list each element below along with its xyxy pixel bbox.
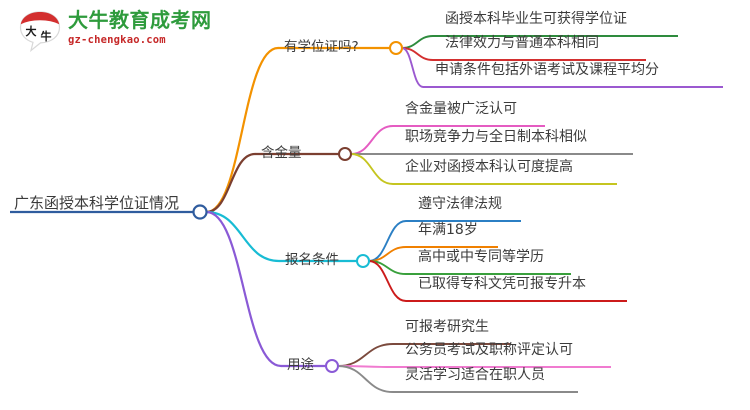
branch-node-circle-4 bbox=[325, 359, 339, 373]
logo-subtitle: gz-chengkao.com bbox=[68, 34, 166, 46]
leaf-connector-1-3 bbox=[401, 47, 424, 88]
leaf-label-3-2[interactable]: 年满18岁 bbox=[418, 222, 478, 238]
site-logo[interactable]: 大 牛 大牛教育成考网 gz-chengkao.com bbox=[18, 8, 238, 56]
leaf-connector-4-3 bbox=[337, 365, 394, 393]
branch-label-3[interactable]: 报名条件 bbox=[285, 252, 339, 268]
branch-node-circle-2 bbox=[338, 147, 352, 161]
svg-text:牛: 牛 bbox=[41, 29, 52, 43]
leaf-label-2-2[interactable]: 职场竞争力与全日制本科相似 bbox=[405, 129, 587, 145]
daniu-speech-bubble-logo-icon: 大 牛 bbox=[18, 10, 62, 53]
leaf-label-1-2[interactable]: 法律效力与普通本科相同 bbox=[445, 35, 599, 51]
leaf-label-3-3[interactable]: 高中或中专同等学历 bbox=[418, 249, 544, 265]
leaf-connector-2-3 bbox=[350, 153, 394, 185]
leaf-label-4-3[interactable]: 灵活学习适合在职人员 bbox=[405, 367, 545, 383]
branch-connector-4 bbox=[205, 210, 283, 368]
branch-connector-3 bbox=[205, 210, 281, 263]
logo-text-block: 大牛教育成考网 gz-chengkao.com bbox=[68, 9, 212, 47]
leaf-label-3-4[interactable]: 已取得专科文凭可报专升本 bbox=[418, 276, 586, 292]
leaf-connector-3-4 bbox=[368, 260, 407, 302]
branch-node-circle-1 bbox=[389, 41, 403, 55]
leaf-connector-1-2 bbox=[401, 47, 434, 61]
leaf-label-3-1[interactable]: 遵守法律法规 bbox=[418, 196, 502, 212]
leaf-label-2-1[interactable]: 含金量被广泛认可 bbox=[405, 101, 517, 117]
branch-label-2[interactable]: 含金量 bbox=[261, 145, 302, 161]
branch-connector-2 bbox=[205, 152, 257, 214]
svg-text:大: 大 bbox=[26, 24, 37, 38]
branch-label-1[interactable]: 有学位证吗? bbox=[284, 39, 359, 55]
logo-title: 大牛教育成考网 bbox=[68, 8, 212, 32]
leaf-label-4-1[interactable]: 可报考研究生 bbox=[405, 319, 489, 335]
leaf-label-4-2[interactable]: 公务员考试及职称评定认可 bbox=[405, 342, 573, 358]
branch-node-circle-3 bbox=[356, 254, 370, 268]
root-node-circle bbox=[192, 204, 208, 220]
leaf-label-1-1[interactable]: 函授本科毕业生可获得学位证 bbox=[445, 11, 627, 27]
branch-label-4[interactable]: 用途 bbox=[287, 357, 314, 373]
leaf-label-2-3[interactable]: 企业对函授本科认可度提高 bbox=[405, 159, 573, 175]
leaf-label-1-3[interactable]: 申请条件包括外语考试及课程平均分 bbox=[435, 62, 659, 78]
root-node-label[interactable]: 广东函授本科学位证情况 bbox=[14, 193, 180, 212]
